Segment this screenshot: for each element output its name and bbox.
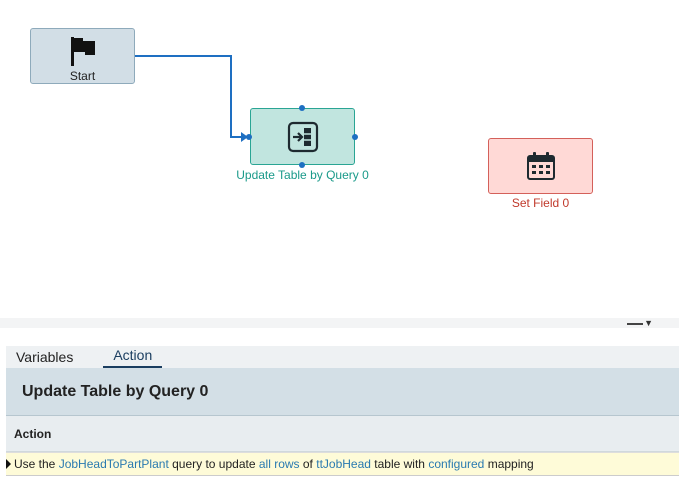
tab-action[interactable]: Action xyxy=(103,347,163,368)
tab-variables[interactable]: Variables xyxy=(16,349,74,365)
workflow-canvas[interactable]: Start Update Table by Query 0 Set xyxy=(0,0,679,318)
action-section-title: Action xyxy=(14,426,52,441)
start-node-label: Start xyxy=(69,69,96,83)
query-link[interactable]: JobHeadToPartPlant xyxy=(58,457,169,471)
update-table-node-label: Update Table by Query 0 xyxy=(236,168,369,182)
connector-layer xyxy=(135,55,248,142)
action-text: query to update xyxy=(168,457,259,471)
action-description-row[interactable]: Use the JobHeadToPartPlant query to upda… xyxy=(6,452,679,476)
action-text: Use the xyxy=(14,457,59,471)
row-indicator-icon xyxy=(6,459,11,469)
panel-title: Update Table by Query 0 xyxy=(22,382,209,400)
mapping-link[interactable]: configured xyxy=(428,457,485,471)
rows-link[interactable]: all rows xyxy=(258,457,300,471)
flag-icon xyxy=(70,37,95,66)
panel-header: Update Table by Query 0 xyxy=(6,368,679,416)
calendar-icon xyxy=(526,152,555,180)
action-text: of xyxy=(299,457,317,471)
port-left[interactable] xyxy=(246,134,252,140)
action-text: table with xyxy=(370,457,429,471)
port-top[interactable] xyxy=(299,105,305,111)
connector-start-to-update[interactable] xyxy=(135,55,247,138)
start-node[interactable]: Start xyxy=(30,28,135,84)
table-link[interactable]: ttJobHead xyxy=(316,457,371,471)
panel-tabs: Variables Action xyxy=(6,346,679,368)
set-field-node[interactable] xyxy=(488,138,593,194)
properties-panel: Variables Action Update Table by Query 0… xyxy=(6,346,679,478)
collapse-bar-icon xyxy=(627,323,643,325)
set-field-node-label: Set Field 0 xyxy=(511,196,570,210)
port-bottom[interactable] xyxy=(299,162,305,168)
update-table-node[interactable] xyxy=(250,108,355,165)
panel-splitter[interactable]: ▼ xyxy=(0,318,679,328)
caret-down-icon[interactable]: ▼ xyxy=(644,318,653,328)
update-table-icon xyxy=(287,121,318,152)
action-section-header: Action xyxy=(6,416,679,452)
action-text: mapping xyxy=(484,457,534,471)
port-right[interactable] xyxy=(352,134,358,140)
connector-arrowhead xyxy=(241,132,248,142)
